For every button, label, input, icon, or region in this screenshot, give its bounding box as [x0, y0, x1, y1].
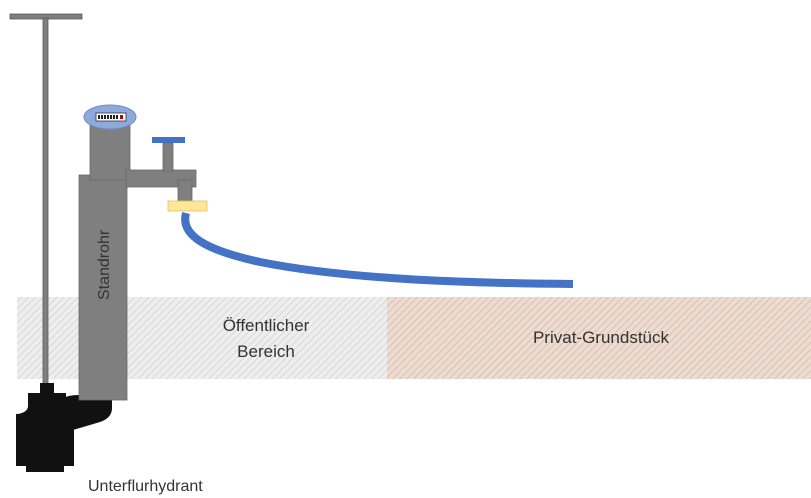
- public-area: [17, 297, 387, 379]
- water-meter-icon: [83, 104, 137, 130]
- hose: [181, 211, 574, 288]
- public-area-label-line2: Bereich: [237, 342, 295, 361]
- public-area-label-line1: Öffentlicher: [223, 316, 310, 335]
- valve-handle-icon: [152, 137, 185, 143]
- private-area: [387, 297, 811, 379]
- standrohr-label: Standrohr: [96, 229, 113, 300]
- hydrant-label: Unterflurhydrant: [88, 478, 203, 495]
- standpipe: [78, 117, 197, 401]
- private-area-label: Privat-Grundstück: [533, 328, 670, 347]
- hose-coupling: [167, 200, 208, 212]
